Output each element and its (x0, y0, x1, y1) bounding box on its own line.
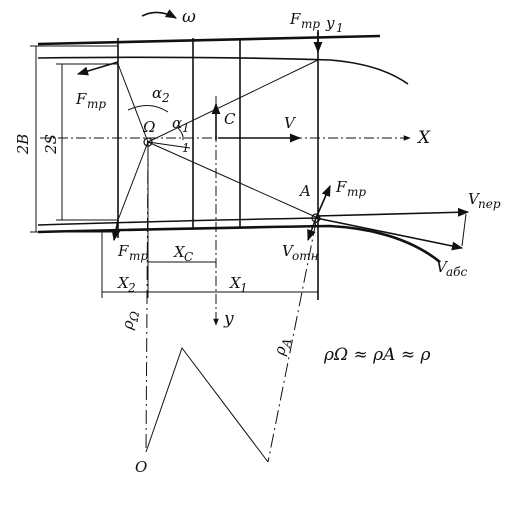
svg-text:F: F (75, 90, 87, 108)
xc-label: X C (173, 243, 193, 264)
v-otn-label: V отн (282, 242, 319, 263)
ftr-label-upper-left: F тр (75, 90, 106, 111)
svg-text:X: X (117, 274, 130, 292)
svg-text:V: V (436, 258, 449, 276)
v-abs-arrow (315, 217, 464, 251)
svg-text:A: A (279, 337, 295, 350)
v-label: V (284, 114, 297, 132)
svg-text:α: α (152, 84, 162, 102)
x1-label: X 1 (229, 274, 248, 295)
svg-text:ρ: ρ (270, 344, 290, 358)
ftr-label-lower-left: F тр (117, 242, 148, 263)
svg-text:пер: пер (478, 197, 501, 211)
x2-label: X 2 (117, 274, 136, 295)
y-axis-label: y (223, 309, 234, 329)
omega-rotation-arrow (141, 9, 177, 19)
upper-track-inner-line (37, 56, 409, 85)
ftr-arrow-point-a (315, 184, 331, 219)
svg-text:F: F (335, 178, 347, 196)
ftr-arrow-upper-left (76, 61, 119, 76)
ray-omega-to-upper-left (117, 63, 149, 143)
svg-text:y: y (325, 14, 335, 32)
alpha1-label: α 1 (172, 114, 190, 135)
two-s-label: 2S (42, 134, 60, 155)
v-per-arrow (315, 207, 470, 217)
svg-text:C: C (184, 250, 193, 264)
lower-track-outer-line (37, 217, 321, 226)
svg-text:α: α (172, 114, 182, 132)
svg-text:Ω: Ω (126, 310, 142, 323)
svg-text:F: F (117, 242, 129, 260)
angle-alpha2-arc (127, 105, 169, 113)
svg-text:F: F (289, 10, 301, 28)
rho-a-line (267, 221, 317, 463)
svg-text:1: 1 (182, 121, 190, 135)
rho-omega-line (145, 145, 149, 453)
svg-text:V: V (468, 190, 481, 208)
c-label: C (224, 110, 236, 128)
svg-text:2: 2 (161, 91, 170, 105)
rho-a-label: ρ A (270, 337, 295, 358)
origin-o-label: O (135, 458, 147, 476)
svg-text:2: 2 (127, 281, 136, 295)
rotation-center-dot (146, 140, 150, 144)
v-otn-arrow (307, 217, 317, 242)
svg-text:отн: отн (292, 249, 319, 263)
x-axis-label: X (416, 128, 431, 148)
svg-text:1: 1 (336, 21, 344, 35)
svg-text:тр: тр (129, 249, 148, 263)
zigzag-break-line (145, 346, 269, 463)
v-per-label: V пер (468, 190, 501, 211)
ftr-label-point-a: F тр (335, 178, 366, 199)
ray-omega-to-lower-left (117, 141, 149, 221)
v-abs-label: V абс (436, 258, 467, 279)
alpha2-label: α 2 (152, 84, 170, 105)
ray-omega-to-point-a (147, 141, 319, 219)
svg-text:ρ: ρ (118, 319, 137, 332)
v-closing-line (461, 213, 467, 247)
upper-track-line (37, 34, 381, 46)
point-1-label: 1 (182, 141, 190, 155)
svg-text:тр: тр (87, 97, 106, 111)
svg-text:1: 1 (240, 281, 248, 295)
svg-text:V: V (282, 242, 295, 260)
two-b-label: 2B (14, 134, 32, 156)
ray-to-point-1 (147, 141, 191, 149)
rho-omega-label: ρ Ω (118, 310, 142, 332)
omega-label: ω (182, 7, 196, 27)
svg-text:X: X (229, 274, 242, 292)
svg-text:тр: тр (347, 185, 366, 199)
ftr-arrow-lower-left (111, 219, 121, 242)
y1-label: y 1 (325, 14, 344, 35)
point-a-label: A (298, 182, 311, 200)
svg-text:абс: абс (446, 265, 467, 279)
svg-text:тр: тр (301, 17, 320, 31)
omega-center-label: Ω (142, 118, 155, 136)
angle-alpha1-arc (177, 127, 184, 141)
ftr-label-upper-right: F тр (289, 10, 320, 31)
svg-text:X: X (173, 243, 186, 261)
ray-omega-to-upper-right (147, 59, 319, 143)
radius-approx-formula: ρΩ ≈ ρA ≈ ρ (323, 345, 430, 365)
